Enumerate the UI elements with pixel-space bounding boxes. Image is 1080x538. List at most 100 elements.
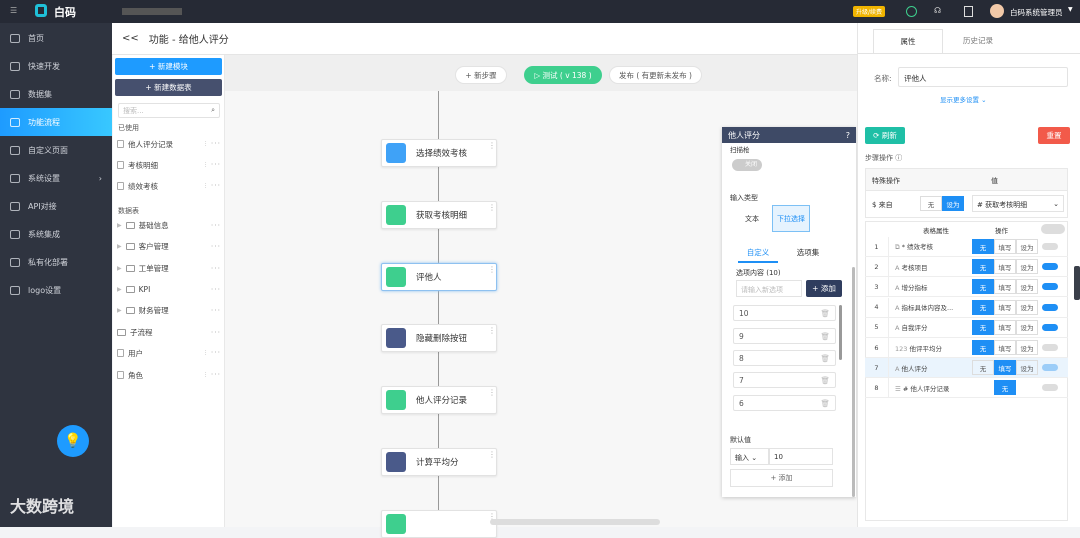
sidebar-item-integration[interactable]: 系统集成	[0, 220, 112, 248]
tab-option-set[interactable]: 选项集	[796, 248, 820, 257]
trash-icon[interactable]: 🗑	[820, 398, 830, 408]
menu-toggle-icon[interactable]: ☰	[10, 6, 18, 15]
op-segment[interactable]: 无填写设为	[972, 279, 1038, 295]
more-icon[interactable]: ···	[210, 241, 221, 251]
more-vertical-icon[interactable]: ⋮	[488, 265, 496, 274]
op-segment[interactable]: 无填写设为	[972, 319, 1038, 335]
search-input[interactable]: 搜索...⌕	[118, 103, 220, 118]
mode-none[interactable]: 无	[972, 360, 994, 376]
more-vertical-icon[interactable]: ⋮	[488, 203, 496, 212]
mode-none[interactable]: 无	[972, 239, 994, 254]
folder-item[interactable]: ▶财务管理···	[117, 301, 221, 319]
mode-fill[interactable]: 填写	[994, 279, 1016, 295]
new-option-input[interactable]: 请输入新选项	[736, 280, 802, 297]
mode-set[interactable]: 设为	[1016, 360, 1038, 376]
mode-set[interactable]: 设为	[1016, 239, 1038, 254]
option-item[interactable]: 8🗑	[733, 350, 836, 366]
mode-set[interactable]: 设为	[1016, 299, 1038, 315]
from-mode-toggle[interactable]: 无设为	[920, 196, 964, 211]
visibility-toggle[interactable]	[1042, 303, 1058, 311]
user-name[interactable]: 白码系统管理员	[1010, 8, 1063, 17]
trash-icon[interactable]: 🗑	[820, 375, 830, 385]
expand-icon[interactable]: ▶	[117, 306, 122, 314]
visibility-toggle[interactable]	[1042, 323, 1058, 331]
folder-item[interactable]: ▶KPI···	[117, 280, 221, 298]
expand-icon[interactable]: ▶	[117, 285, 122, 293]
more-vertical-icon[interactable]: ⋮	[488, 450, 496, 459]
mode-fill[interactable]: 填写	[994, 340, 1016, 355]
more-vertical-icon[interactable]: ⋮	[488, 326, 496, 335]
tab-history[interactable]: 历史记录	[963, 36, 993, 45]
visibility-toggle[interactable]	[1042, 344, 1058, 351]
scanner-toggle[interactable]: 关闭	[732, 159, 762, 171]
more-vertical-icon[interactable]: ⋮	[488, 141, 496, 150]
options-scrollbar[interactable]	[839, 305, 842, 360]
visibility-toggle[interactable]	[1042, 384, 1058, 392]
op-segment[interactable]: 无填写设为	[972, 340, 1038, 355]
avatar[interactable]	[990, 4, 1004, 18]
mode-fill[interactable]: 填写	[994, 259, 1016, 275]
more-vertical-icon[interactable]: ⋮	[488, 512, 496, 521]
name-input[interactable]: 评他人	[898, 67, 1068, 87]
add-option-button[interactable]: + 添加	[806, 280, 842, 297]
folder-item[interactable]: ▶工单管理···	[117, 259, 221, 277]
tab-properties[interactable]: 属性	[873, 29, 943, 53]
mode-set[interactable]: 设为	[1016, 259, 1038, 275]
mode-fill[interactable]: 填写	[994, 299, 1016, 315]
option-item[interactable]: 6🗑	[733, 395, 836, 411]
sidebar-item-logo[interactable]: logo设置	[0, 276, 112, 304]
option-item[interactable]: 9🗑	[733, 328, 836, 344]
help-doc-icon[interactable]	[964, 6, 973, 17]
type-select-option[interactable]: 下拉选择	[772, 205, 810, 232]
mode-set[interactable]: 设为	[942, 196, 964, 211]
mode-none[interactable]: 无	[920, 196, 942, 211]
support-icon[interactable]: ☊	[934, 6, 942, 15]
mode-set[interactable]: 设为	[1016, 319, 1038, 335]
mode-set[interactable]: 设为	[1016, 340, 1038, 355]
sidebar-item-private-deploy[interactable]: 私有化部署	[0, 248, 112, 276]
add-default-button[interactable]: + 添加	[730, 469, 833, 487]
trash-icon[interactable]: 🗑	[820, 353, 830, 363]
flow-node[interactable]: 隐藏删除按钮⋮	[381, 324, 497, 352]
popup-scrollbar[interactable]	[852, 267, 855, 497]
flow-node[interactable]: 选择绩效考核⋮	[381, 139, 497, 167]
new-module-button[interactable]: + 新建模块	[115, 58, 222, 75]
trash-icon[interactable]: 🗑	[820, 308, 830, 318]
sidebar-item-api[interactable]: API对接	[0, 192, 112, 220]
list-item[interactable]: 绩效考核⫶ ···	[117, 177, 221, 195]
mode-none[interactable]: 无	[972, 279, 994, 295]
flow-node[interactable]: 计算平均分⋮	[381, 448, 497, 476]
sidebar-item-settings[interactable]: 系统设置›	[0, 164, 112, 192]
from-select[interactable]: # 获取考核明细⌄	[972, 195, 1064, 212]
table-row[interactable]: 8☰ # 他人评分记录无	[865, 378, 1068, 399]
more-vertical-icon[interactable]: ⋮	[488, 388, 496, 397]
publish-button[interactable]: 发布 ( 有更新未发布 )	[609, 66, 702, 84]
mode-none[interactable]: 无	[972, 259, 994, 275]
horizontal-scrollbar[interactable]	[490, 519, 660, 525]
default-value-input[interactable]: 10	[769, 448, 833, 465]
trash-icon[interactable]: 🗑	[820, 331, 830, 341]
flow-node[interactable]: 评他人⋮	[381, 263, 497, 291]
option-item[interactable]: 7🗑	[733, 372, 836, 388]
folder-item[interactable]: ▶客户管理···	[117, 237, 221, 255]
default-mode-select[interactable]: 输入 ⌄	[730, 448, 769, 465]
folder-item[interactable]: ▶基础信息···	[117, 216, 221, 234]
flow-node[interactable]: 他人评分记录⋮	[381, 386, 497, 414]
table-row[interactable]: 1⧉ * 绩效考核无填写设为	[865, 237, 1068, 257]
more-icon[interactable]: ···	[210, 305, 221, 315]
op-segment[interactable]: 无填写设为	[972, 299, 1038, 315]
more-icon[interactable]: ⫶ ···	[204, 181, 221, 190]
list-item[interactable]: 考核明细⫶ ···	[117, 156, 221, 174]
sidebar-item-quick-dev[interactable]: 快速开发	[0, 52, 112, 80]
more-icon[interactable]: ···	[210, 284, 221, 294]
sidebar-item-flow[interactable]: 功能流程	[0, 108, 112, 136]
more-icon[interactable]: ⫶ ···	[204, 370, 221, 379]
op-segment[interactable]: 无填写设为	[972, 239, 1038, 254]
show-more-settings-link[interactable]: 显示更多设置 ⌄	[940, 96, 987, 104]
